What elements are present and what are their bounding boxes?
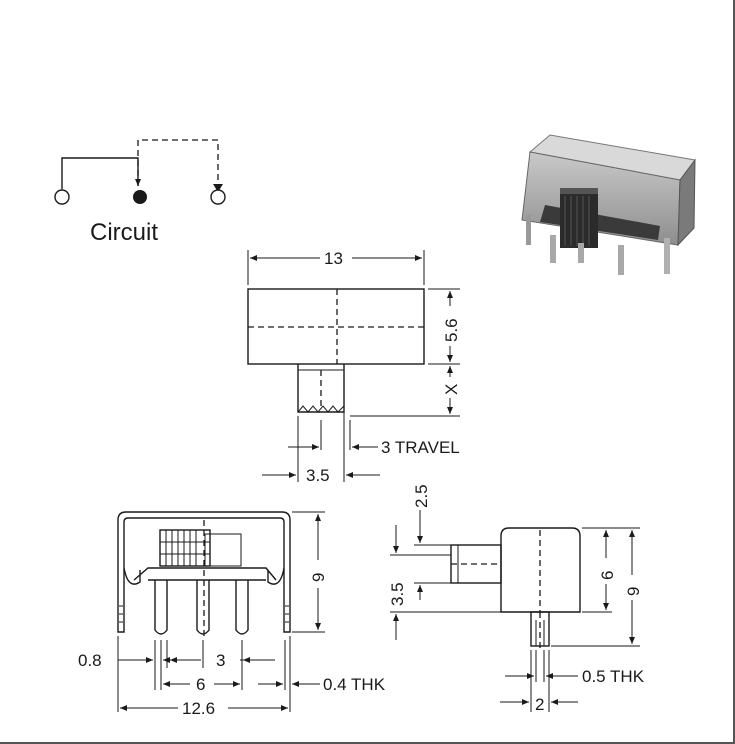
dim-thickness-side: 0.5 THK [582,667,645,686]
dim-side-actuator-len: 2.5 [412,484,431,508]
dim-thickness-front: 0.4 THK [323,675,386,694]
dim-outer-pin-span: 6 [196,675,205,694]
dim-front-height: 9 [309,573,328,582]
dim-overall-width: 12.6 [182,699,215,718]
dim-body-height: 5.6 [442,318,461,342]
top-view: 13 5.6 X 3 TRAVEL 3.5 [247,249,461,485]
dim-pin-width: 0.8 [78,651,102,670]
product-photo [521,134,696,275]
dim-pin-pitch: 3 [216,651,225,670]
dim-side-body-h: 6 [598,571,617,580]
circuit-symbol: Circuit [54,139,226,246]
dim-side-pin-width: 2 [535,695,544,714]
front-view: 9 0.8 3 6 0.4 THK 12.6 [78,511,386,718]
terminal-left [54,189,70,205]
dim-travel: 3 TRAVEL [381,438,460,457]
terminal-common [133,190,147,204]
dim-side-actuator-h: 3.5 [388,582,407,606]
side-view: 2.5 3.5 6 9 0.5 THK 2 [388,484,645,714]
dim-actuator-x: X [442,384,461,395]
dim-top-width: 13 [324,249,343,268]
circuit-label: Circuit [90,219,158,246]
dim-actuator-width: 3.5 [306,466,330,485]
dim-side-total-h: 9 [624,587,643,596]
terminal-right [210,189,226,205]
